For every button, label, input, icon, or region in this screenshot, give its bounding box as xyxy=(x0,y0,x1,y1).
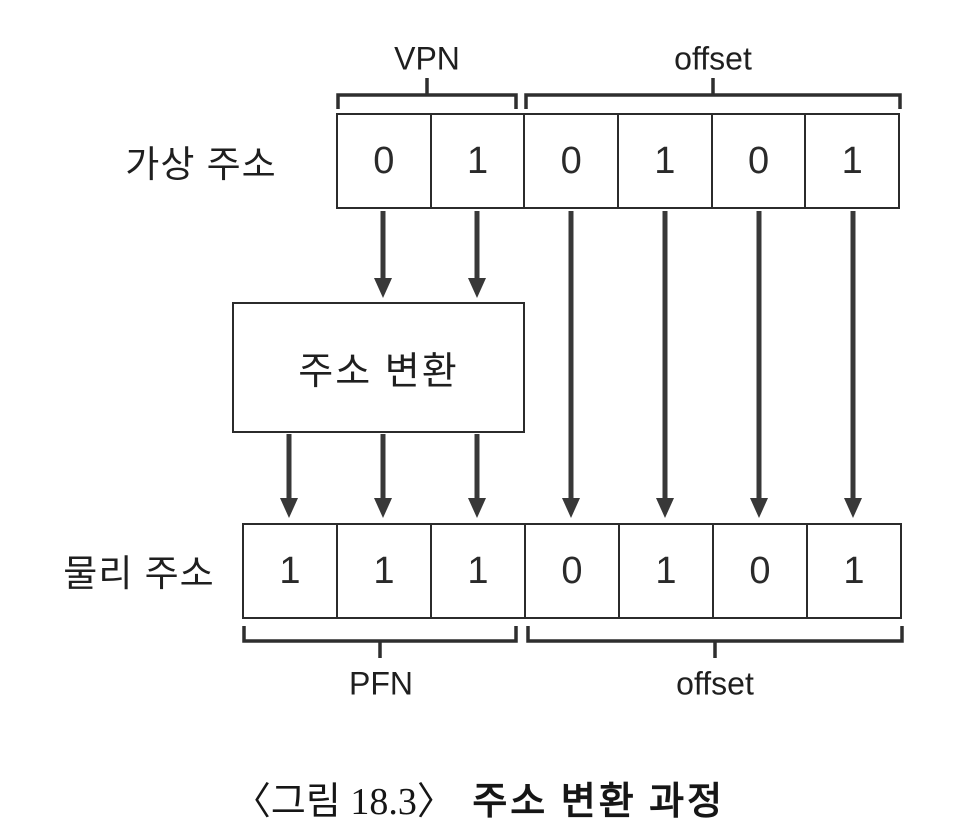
virtual-bit-cell: 1 xyxy=(429,115,524,207)
virtual-bit-cell: 1 xyxy=(804,115,898,207)
physical-bit-cell: 0 xyxy=(524,525,618,617)
virtual-address-label: 가상 주소 xyxy=(125,144,277,185)
physical-address-row: 1 1 1 0 1 0 1 xyxy=(242,523,902,619)
virtual-address-row: 0 1 0 1 0 1 xyxy=(336,113,900,209)
physical-bit-cell: 1 xyxy=(806,525,900,617)
translation-box-label: 주소 변환 xyxy=(298,351,459,393)
arrow-offset-bit-1 xyxy=(656,211,674,518)
pfn-brace xyxy=(242,626,518,643)
arrow-pfn-bit-1 xyxy=(374,434,392,518)
virtual-offset-group-label: offset xyxy=(674,40,752,77)
physical-bit-cell: 0 xyxy=(712,525,806,617)
virtual-bit-cell: 0 xyxy=(373,139,395,182)
physical-bit-cell: 1 xyxy=(618,525,712,617)
caption-number: 〈그림 18.3〉 xyxy=(232,781,455,823)
physical-bit-cell: 1 xyxy=(336,525,430,617)
caption-title: 주소 변환 과정 xyxy=(472,781,726,823)
physical-bit-cell: 1 xyxy=(430,525,524,617)
virtual-bit-cell: 1 xyxy=(617,115,711,207)
physical-address-label: 물리 주소 xyxy=(63,553,215,594)
vpn-group-label: VPN xyxy=(394,40,460,77)
virtual-bit-cell: 0 xyxy=(523,115,617,207)
figure-caption: 〈그림 18.3〉 주소 변환 과정 xyxy=(0,770,958,825)
arrow-pfn-bit-0 xyxy=(280,434,298,518)
arrow-offset-bit-0 xyxy=(562,211,580,518)
vpn-brace xyxy=(336,93,518,109)
arrow-vpn-bit-0 xyxy=(374,211,392,298)
physical-offset-group-label: offset xyxy=(676,665,754,702)
arrow-vpn-bit-1 xyxy=(468,211,486,298)
physical-offset-brace xyxy=(526,626,904,643)
arrow-offset-bit-2 xyxy=(750,211,768,518)
physical-bit-cell: 1 xyxy=(279,549,301,592)
translation-box: 주소 변환 xyxy=(232,302,525,433)
pfn-group-label: PFN xyxy=(349,665,413,702)
virtual-offset-brace xyxy=(524,93,902,109)
arrow-pfn-bit-2 xyxy=(468,434,486,518)
virtual-bit-cell: 0 xyxy=(710,115,805,207)
arrow-offset-bit-3 xyxy=(844,211,862,518)
